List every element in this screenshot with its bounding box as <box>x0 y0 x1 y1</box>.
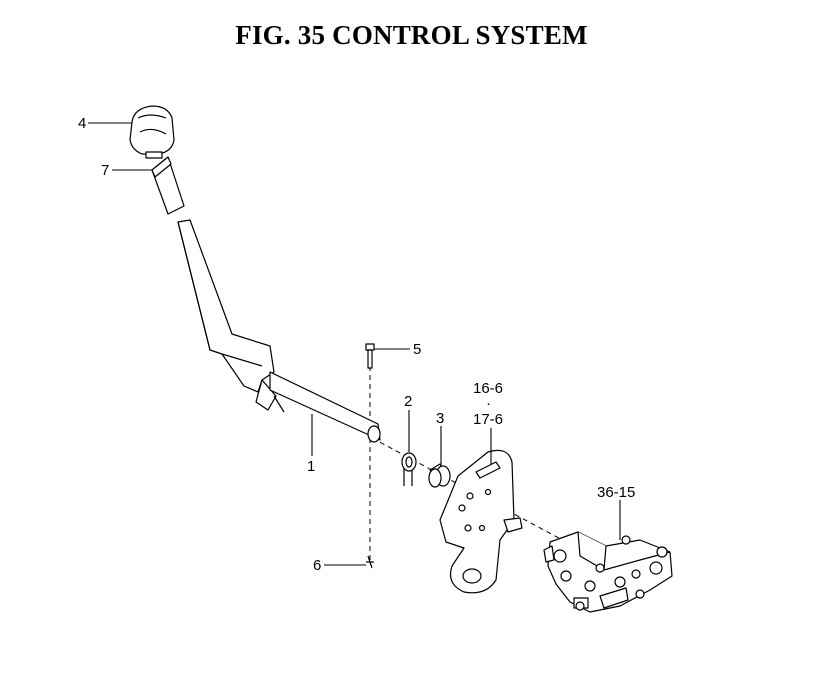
callout-16-6: 16-6 <box>473 380 503 397</box>
callout-4: 4 <box>78 115 86 132</box>
callout-1: 1 <box>307 458 315 475</box>
knob <box>129 105 175 159</box>
callout-17-6: 17-6 <box>473 411 503 428</box>
figure-title: FIG. 35 CONTROL SYSTEM <box>235 20 588 50</box>
callout-separator: · <box>486 395 491 412</box>
control-lever <box>177 219 381 443</box>
bushing-3 <box>428 463 451 488</box>
callout-2: 2 <box>404 393 412 410</box>
guide-plate <box>439 449 523 594</box>
leader-lines <box>88 122 621 566</box>
grip-sleeve <box>151 156 185 215</box>
cotter-pin-6 <box>366 555 374 569</box>
control-valve <box>543 531 673 613</box>
spring-2 <box>401 452 417 486</box>
callout-7: 7 <box>101 162 109 179</box>
callout-6: 6 <box>313 557 321 574</box>
callout-36-15: 36-15 <box>597 484 635 501</box>
callout-3: 3 <box>436 410 444 427</box>
callout-5: 5 <box>413 341 421 358</box>
pin-5 <box>365 343 375 369</box>
